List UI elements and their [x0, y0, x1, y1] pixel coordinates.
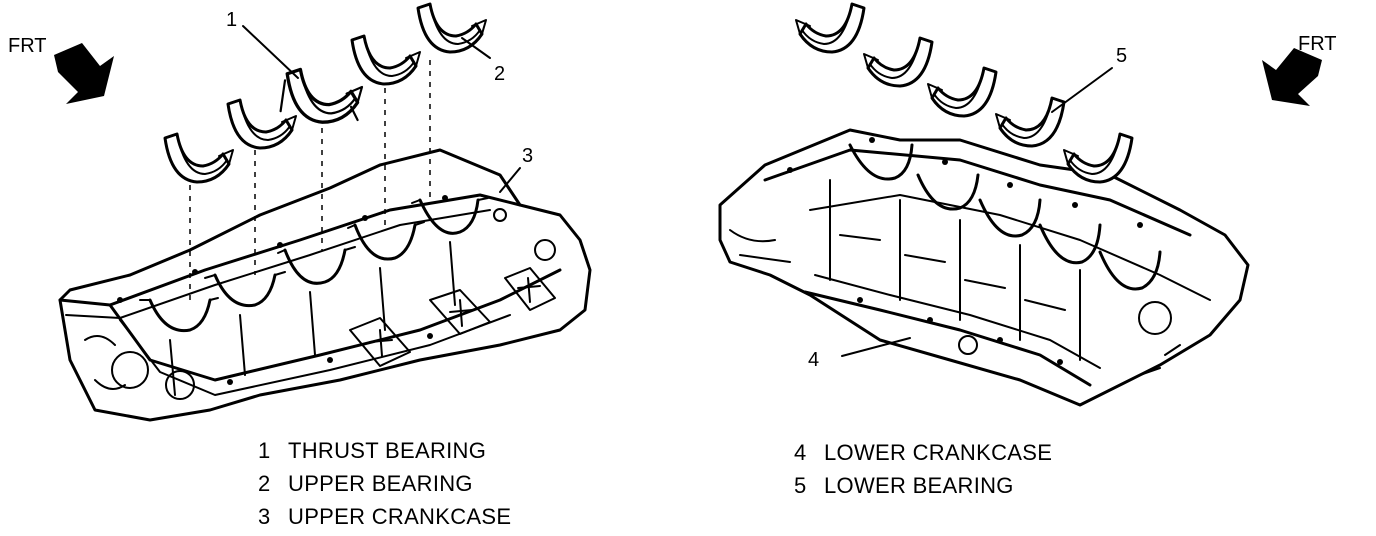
thrust-bearing-icon	[279, 67, 364, 124]
legend-number: 4	[794, 440, 807, 465]
legend-label: LOWER BEARING	[824, 473, 1014, 498]
legend-label: THRUST BEARING	[288, 438, 487, 463]
bearing-shell-icon	[163, 132, 235, 184]
legend-number: 1	[258, 438, 271, 463]
bearing-shell-icon	[350, 34, 422, 86]
legend-item: 5 LOWER BEARING	[794, 469, 1052, 502]
frt-label-right: FRT	[1298, 33, 1337, 55]
legend-label: UPPER BEARING	[288, 471, 473, 496]
upper-crankcase-drawing	[58, 148, 592, 422]
legend-number: 2	[258, 471, 271, 496]
bearing-shell-icon	[994, 96, 1066, 148]
callout-3: 3	[522, 145, 533, 167]
legend-item: 2 UPPER BEARING	[258, 467, 511, 500]
legend-item: 4 LOWER CRANKCASE	[794, 436, 1052, 469]
callout-4: 4	[808, 349, 819, 371]
lower-crankcase-drawing	[718, 128, 1250, 407]
front-direction-arrow-icon	[1262, 48, 1322, 106]
callout-5: 5	[1116, 45, 1127, 67]
legend-number: 3	[258, 504, 271, 529]
callout-2: 2	[494, 63, 505, 85]
legend-left: 1 THRUST BEARING 2 UPPER BEARING 3 UPPER CR…	[258, 434, 511, 533]
bearing-shell-icon	[862, 36, 934, 88]
bearing-shell-icon	[794, 2, 866, 54]
bearing-shell-icon	[1062, 132, 1134, 184]
legend-item: 3 UPPER CRANKCASE	[258, 500, 511, 533]
callout-1: 1	[226, 9, 237, 31]
legend-number: 5	[794, 473, 807, 498]
bearing-shell-icon	[926, 66, 998, 118]
front-direction-arrow-icon	[54, 43, 114, 104]
legend-item: 1 THRUST BEARING	[258, 434, 511, 467]
bearing-shell-icon	[226, 98, 298, 150]
legend-label: LOWER CRANKCASE	[824, 440, 1053, 465]
legend-right: 4 LOWER CRANKCASE 5 LOWER BEARING	[794, 436, 1052, 502]
frt-label-left: FRT	[8, 35, 47, 57]
bearing-shell-icon	[416, 2, 488, 54]
legend-label: UPPER CRANKCASE	[288, 504, 512, 529]
